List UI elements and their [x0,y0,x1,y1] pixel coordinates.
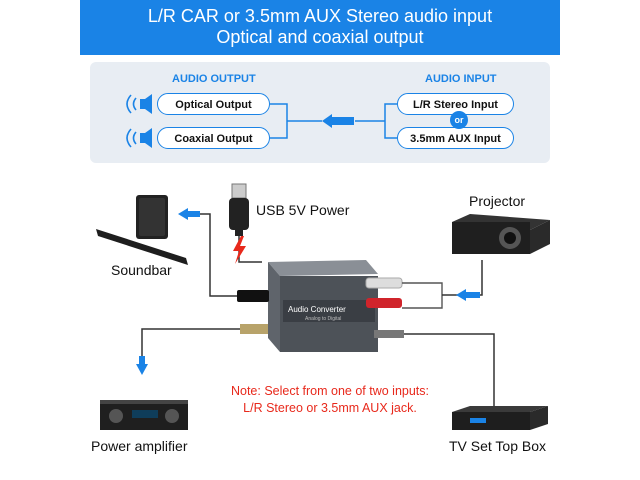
device-title: Audio Converter [288,305,346,314]
audio-output-header: AUDIO OUTPUT [172,73,256,85]
banner-line-2: Optical and coaxial output [216,27,424,47]
tv-set-top-box-image [452,406,548,430]
lightning-icon [233,236,246,264]
device-subtitle: Analog to Digital [305,316,341,322]
arrow-icon [322,114,332,128]
audio-input-header: AUDIO INPUT [425,73,497,85]
usb-plug-icon [229,183,249,236]
speaker-icon [126,94,152,114]
power-amplifier-image [100,400,188,430]
note-line-2: L/R Stereo or 3.5mm AUX jack. [243,401,417,415]
audio-converter-device [268,260,378,352]
arrow-icon [178,208,188,220]
soundbar-image [96,195,188,265]
optical-output-pill: Optical Output [157,93,270,115]
usb-power-label: USB 5V Power [256,202,350,218]
arrow-icon [136,364,148,375]
note-text: Note: Select from one of two inputs: L/R… [210,383,450,417]
note-line-1: Note: Select from one of two inputs: [230,384,430,398]
coaxial-output-pill: Coaxial Output [157,127,270,149]
tv-box-label: TV Set Top Box [449,438,547,454]
banner-line-1: L/R CAR or 3.5mm AUX Stereo audio input [147,6,493,26]
projector-label: Projector [469,193,526,209]
aux-input-pill: 3.5mm AUX Input [397,127,514,149]
arrow-icon [456,289,466,301]
speaker-icon [126,128,152,148]
soundbar-label: Soundbar [111,262,172,278]
power-amplifier-label: Power amplifier [91,438,188,454]
title-banner: L/R CAR or 3.5mm AUX Stereo audio input … [80,0,560,55]
projector-image [452,214,550,254]
or-badge: or [450,111,468,129]
